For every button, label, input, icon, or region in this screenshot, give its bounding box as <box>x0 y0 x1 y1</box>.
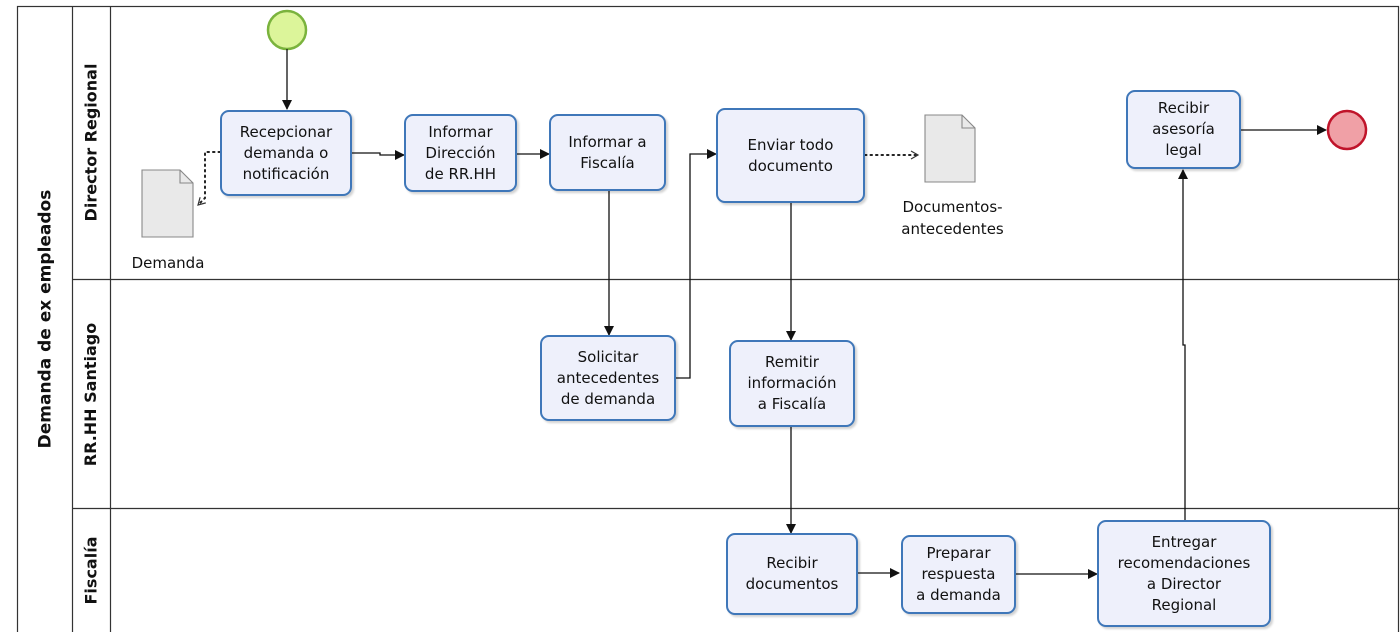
document-demanda-icon <box>141 169 194 238</box>
document-antecedentes-icon <box>924 114 976 183</box>
task-solicitar-antecedentes[interactable]: Solicitar antecedentes de demanda <box>540 335 676 421</box>
end-event <box>1326 109 1368 151</box>
task-entregar-recomendaciones[interactable]: Entregar recomendaciones a Director Regi… <box>1097 520 1271 627</box>
task-remitir-informacion[interactable]: Remitir información a Fiscalía <box>729 340 855 427</box>
task-recibir-documentos[interactable]: Recibir documentos <box>726 533 858 615</box>
document-demanda-label: Demanda <box>131 254 205 272</box>
task-enviar-todo-documento[interactable]: Enviar todo documento <box>716 108 865 203</box>
start-event <box>266 9 308 51</box>
task-recibir-asesoria-legal[interactable]: Recibir asesoría legal <box>1126 90 1241 169</box>
document-antecedentes-label: Documentos- antecedentes <box>901 198 1004 238</box>
task-informar-direccion-rrhh[interactable]: Informar Dirección de RR.HH <box>404 114 517 192</box>
flow-entregar-recibir-asesoria <box>1178 169 1188 520</box>
task-recepcionar-demanda[interactable]: Recepcionar demanda o notificación <box>220 110 352 196</box>
task-preparar-respuesta[interactable]: Preparar respuesta a demanda <box>901 535 1016 614</box>
flow-recepcionar-informar-rrhh <box>352 150 405 160</box>
task-informar-fiscalia[interactable]: Informar a Fiscalía <box>549 114 666 191</box>
flow-solicitar-enviar <box>676 149 717 379</box>
association-demanda <box>197 151 221 206</box>
